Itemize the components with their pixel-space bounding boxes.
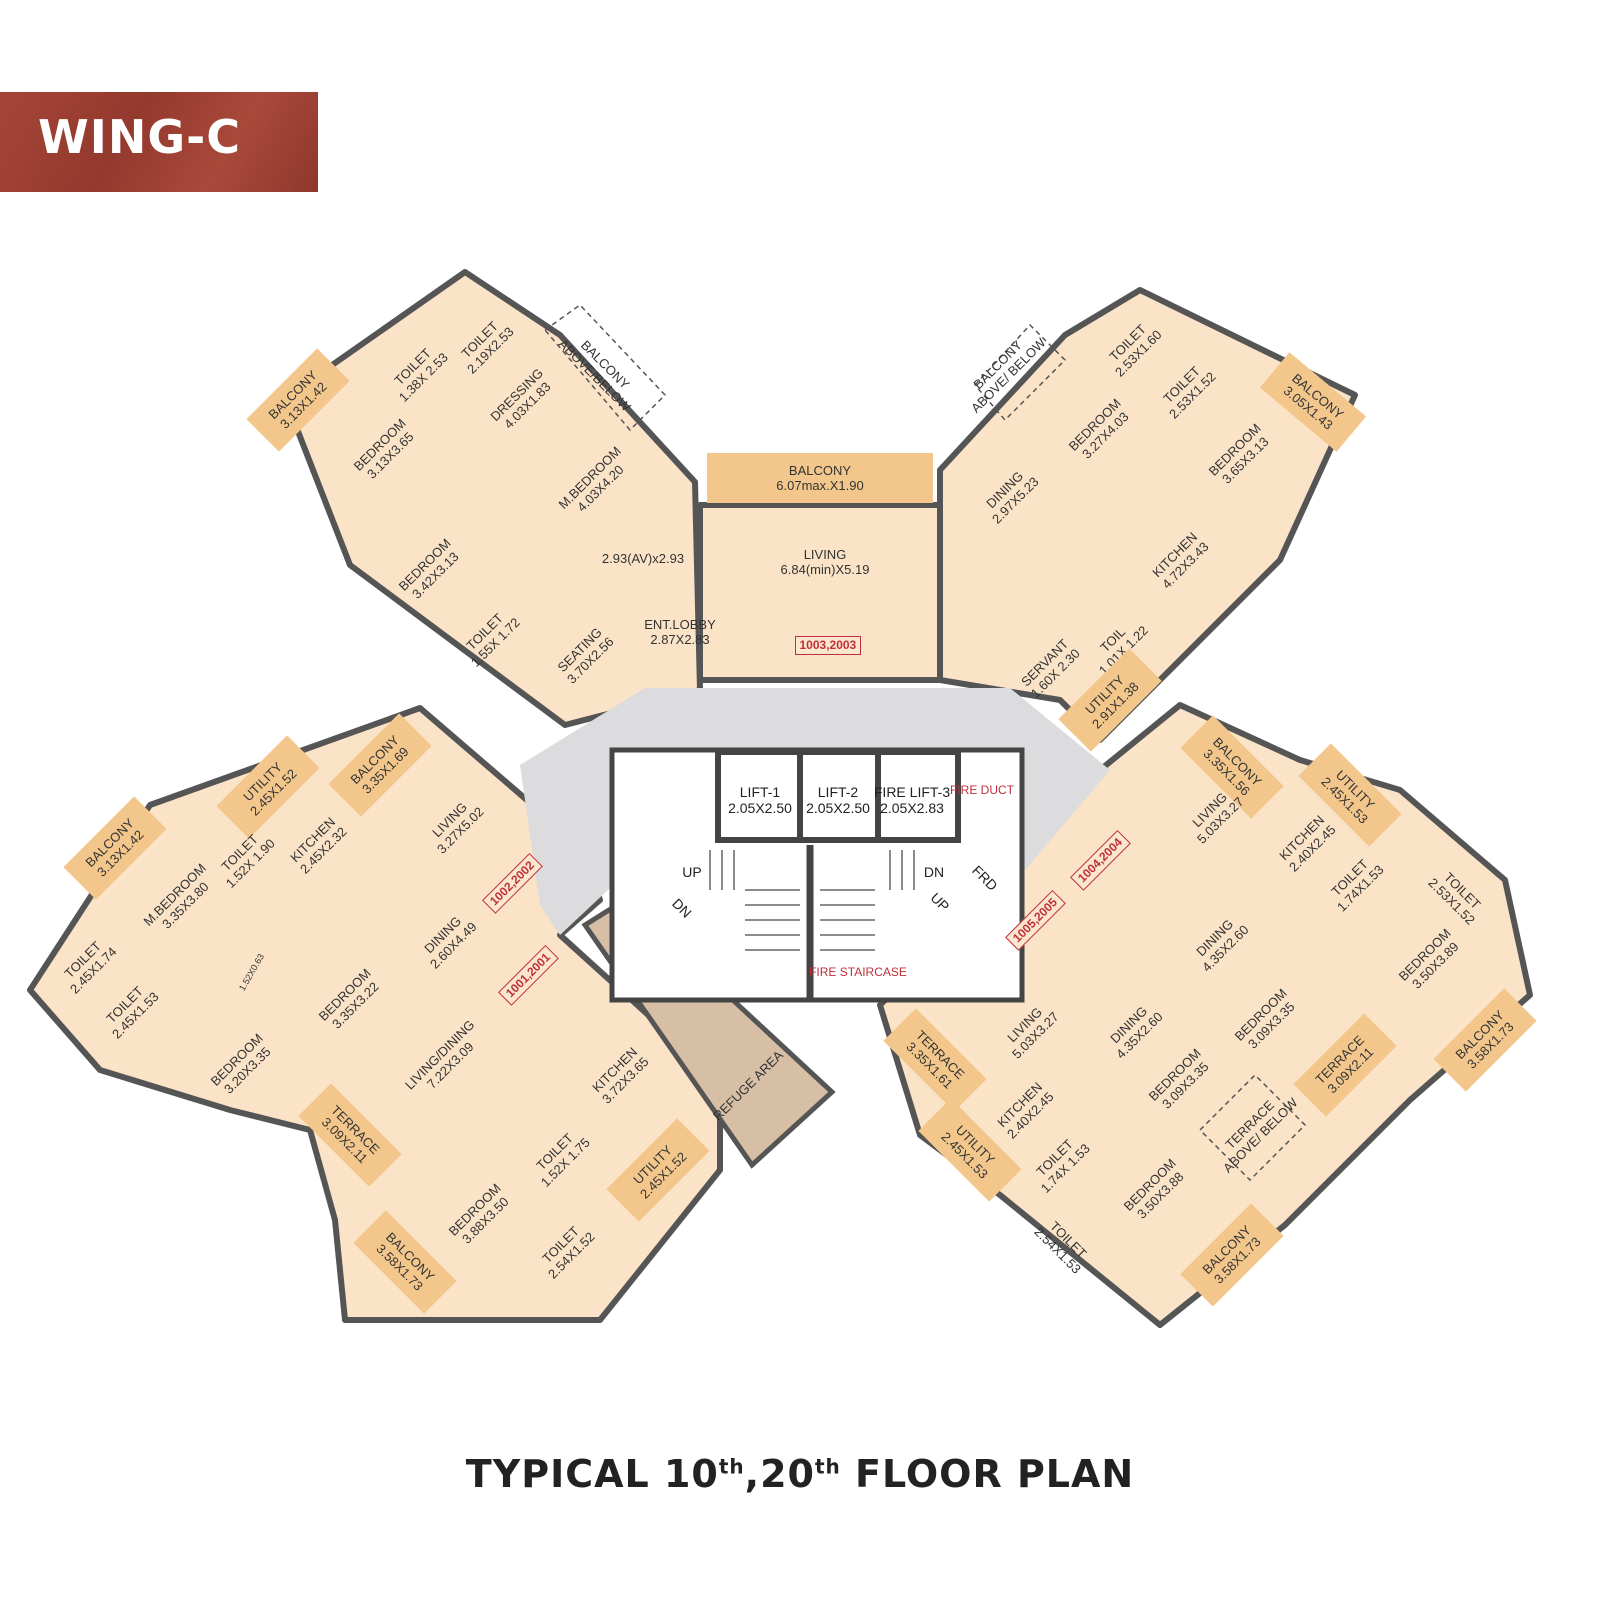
room-dimensions: 2.05X2.50: [806, 800, 870, 816]
title-sup-2: th: [814, 1454, 841, 1479]
room-dimensions: 2.93(AV)x2.93: [601, 550, 685, 566]
wing-label: WING-C: [38, 110, 241, 164]
room-name: FIRE LIFT-3: [873, 784, 951, 800]
wing-banner: WING-C: [0, 92, 318, 192]
title-mid: ,20: [744, 1452, 815, 1496]
fire-lift-3-shaft: [875, 749, 961, 843]
room-name: ENT.LOBBY: [644, 617, 716, 632]
title-prefix: TYPICAL 10: [465, 1452, 719, 1496]
lift-1-shaft: [715, 749, 803, 843]
units-1004-1005: [877, 702, 1533, 1328]
room-name: FIRE STAIRCASE: [809, 964, 907, 979]
page-title: TYPICAL 10th,20th FLOOR PLAN: [0, 1452, 1600, 1496]
balcony-above-below-outline-right: [973, 323, 1067, 422]
room-name: 1003,2003: [799, 637, 857, 652]
lift-2-shaft: [797, 749, 881, 843]
unit-number-badge: 1003,2003: [794, 635, 862, 655]
room-label: FIRE STAIRCASE: [803, 965, 913, 980]
room-dimensions: 2.05X2.50: [728, 800, 792, 816]
room-name: FIRE DUCT: [950, 782, 1014, 797]
stair-treads: [709, 850, 915, 951]
room-name: DN: [923, 864, 945, 880]
room-name: UP: [682, 864, 702, 880]
room-name: LIFT-2: [817, 784, 859, 800]
room-name: LIFT-1: [739, 784, 781, 800]
title-suffix: FLOOR PLAN: [840, 1452, 1135, 1496]
title-sup-1: th: [718, 1454, 745, 1479]
room-name: BALCONY: [788, 463, 852, 478]
balcony-above-below-outline: [543, 304, 667, 432]
room-label: FIRE DUCT: [927, 783, 1037, 798]
room-dimensions: 6.07max.X1.90: [776, 478, 864, 493]
room-name: LIVING: [803, 547, 847, 562]
terrace-above-below-outline: [1198, 1073, 1307, 1182]
room-label: 2.93(AV)x2.93: [588, 551, 698, 566]
room-dimensions: 2.05X2.83: [880, 800, 944, 816]
room-dimensions: 6.84(min)X5.19: [780, 562, 870, 577]
room-dimensions: 2.87X2.83: [650, 632, 710, 647]
room-label: UP: [637, 864, 747, 880]
room-label: DN: [879, 864, 989, 880]
unit-1003-top-right-wing: [937, 287, 1358, 743]
